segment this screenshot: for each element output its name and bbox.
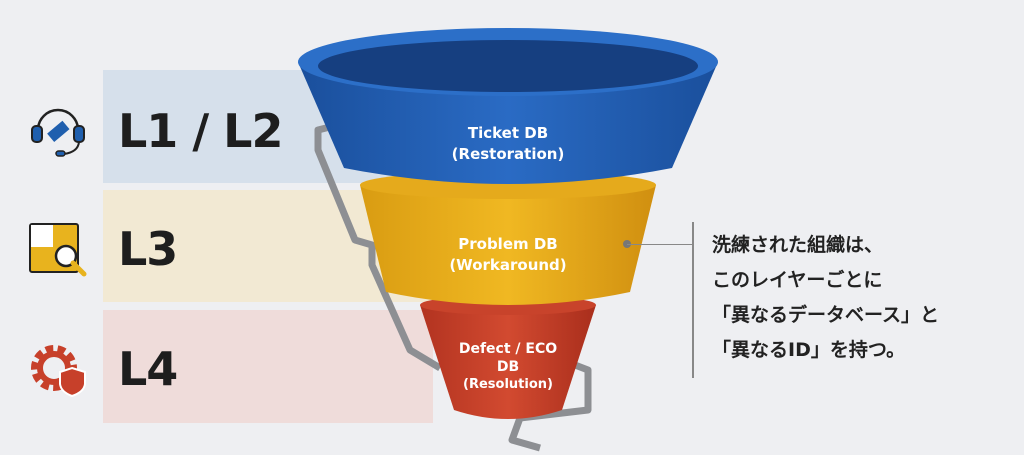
level-label: L1 / L2 <box>118 104 283 158</box>
funnel-label-ticket-db: Ticket DB (Restoration) <box>408 123 608 165</box>
note-line: このレイヤーごとに <box>712 269 883 291</box>
funnel-subtitle: (Workaround) <box>449 256 567 274</box>
puzzle-search-icon <box>28 218 88 278</box>
level-label: L3 <box>118 222 178 276</box>
funnel-subtitle: (Resolution) <box>463 377 553 392</box>
funnel-label-defect-db: Defect / ECO DB (Resolution) <box>408 340 608 394</box>
funnel-label-problem-db: Problem DB (Workaround) <box>408 234 608 276</box>
funnel-title: Problem DB <box>458 235 558 253</box>
pipe <box>314 121 592 452</box>
callout-line <box>627 244 693 245</box>
funnel-subtitle: (Restoration) <box>451 145 565 163</box>
note-line: 「異なるデータベース」と <box>712 304 940 326</box>
callout-note: 洗練された組織は、 このレイヤーごとに 「異なるデータベース」と 「異なるID」… <box>712 228 939 368</box>
funnel-layer-blue <box>298 62 718 184</box>
funnel-title: Ticket DB <box>467 124 549 142</box>
funnel-layer-yellow <box>360 185 656 305</box>
level-band-l4 <box>103 310 433 423</box>
headset-ticket-icon <box>28 100 88 160</box>
callout-bracket <box>692 222 694 378</box>
level-label: L4 <box>118 342 178 396</box>
funnel-title-line2: DB <box>496 359 520 375</box>
funnel-layer-red <box>420 305 596 419</box>
funnel-title: Defect / ECO <box>458 341 558 357</box>
note-line: 「異なるID」を持つ。 <box>712 339 906 361</box>
note-line: 洗練された組織は、 <box>712 234 884 256</box>
gear-shield-icon <box>28 338 88 398</box>
